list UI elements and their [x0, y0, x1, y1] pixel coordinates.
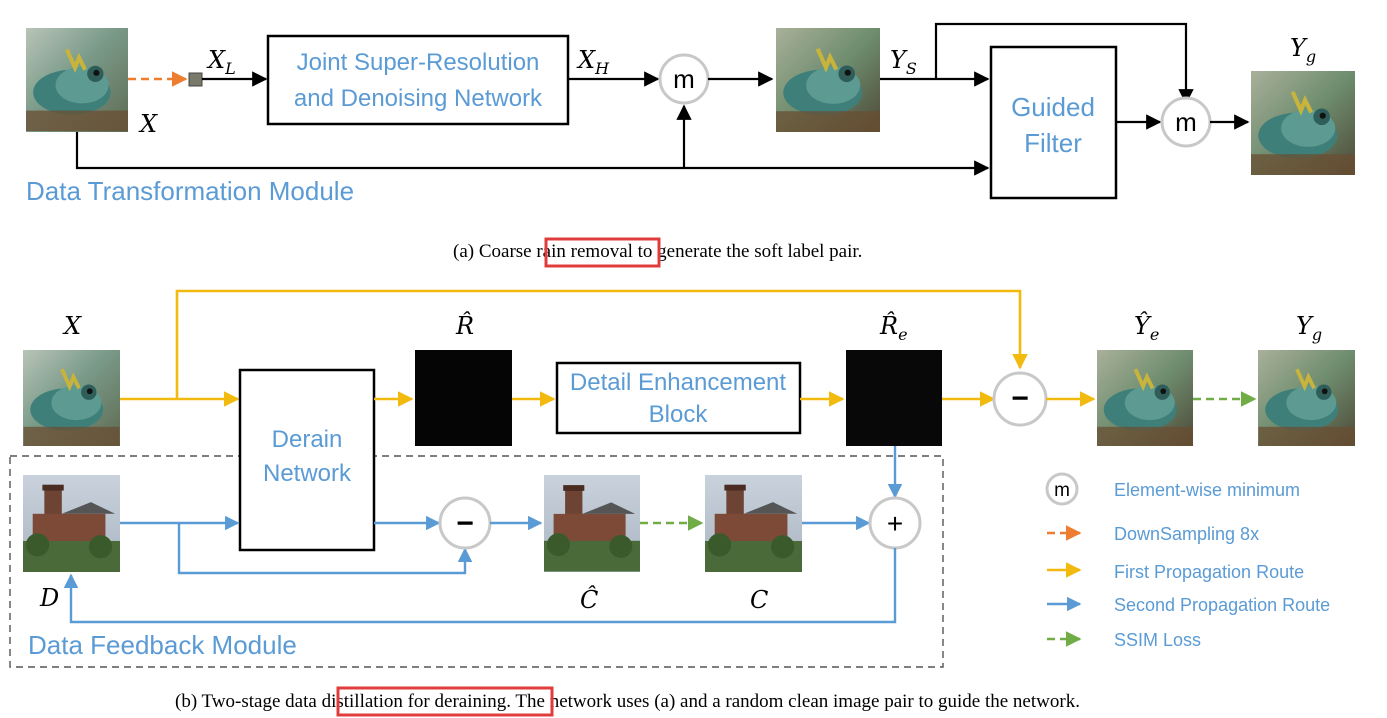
caption-a-highlight-box [544, 237, 661, 268]
label-yg-top: Yg [1290, 34, 1316, 66]
legend-min-node [1045, 472, 1079, 506]
legend-item-ssim: SSIM Loss [1114, 630, 1201, 650]
rain-residual-image [415, 350, 512, 446]
arrow-ys-to-min2 [934, 22, 1194, 105]
label-yg-bottom: Yg [1296, 312, 1322, 344]
feedback-module-border [9, 455, 944, 668]
ye-image [1097, 350, 1193, 446]
caption-b-text: (b) Two-stage data distillation for dera… [175, 691, 1080, 712]
caption-a-text: (a) Coarse rain removal to generate the … [453, 241, 862, 262]
caption-b: (b) Two-stage data distillation for dera… [175, 686, 1080, 717]
bottom-input-image [23, 350, 120, 446]
joint-sr-denoise-box [266, 34, 570, 126]
blue-feedback-to-d [63, 548, 897, 624]
d-rainy-image [23, 475, 120, 572]
label-r-hat: R̂ [455, 312, 474, 340]
c-clean-image [705, 475, 802, 572]
minus-symbol-bottom: − [456, 507, 474, 540]
enhanced-residual-image [846, 350, 942, 446]
guided-label-line1: Guided [1011, 92, 1095, 122]
plus-symbol: + [887, 508, 903, 539]
label-xh: XH [576, 46, 610, 78]
top-input-image [26, 28, 128, 132]
data-transformation-module-label: Data Transformation Module [26, 176, 354, 206]
legend-item-element-min: Element-wise minimum [1114, 480, 1300, 500]
label-ye-hat: Ŷe [1134, 311, 1159, 344]
data-feedback-module-label: Data Feedback Module [28, 630, 297, 660]
label-x-bottom: X [62, 312, 82, 340]
low-res-thumbnail [188, 72, 203, 87]
derain-network-box [238, 368, 376, 552]
legend-item-downsampling: DownSampling 8x [1114, 524, 1259, 544]
derain-label-line1: Derain [272, 426, 343, 453]
bypass-to-guided [75, 132, 990, 176]
label-x-top: X [138, 110, 158, 138]
label-c: C [750, 586, 768, 614]
top-diagram: X XL Joint Super-Resolution and Denoisin… [26, 22, 1355, 206]
yellow-x-to-minus [175, 289, 1028, 399]
legend-item-first-route: First Propagation Route [1114, 562, 1304, 582]
label-c-hat: Ĉ [580, 585, 598, 614]
jsr-label-line2: and Denoising Network [294, 85, 543, 112]
label-ys: YS [890, 46, 917, 78]
caption-b-highlight-box [336, 686, 554, 717]
label-d: D [39, 584, 59, 612]
caption-a: (a) Coarse rain removal to generate the … [453, 237, 862, 268]
deb-label-line1: Detail Enhancement [570, 369, 786, 396]
minus-symbol-top: − [1011, 382, 1029, 415]
guided-filter-box [989, 45, 1118, 200]
derain-label-line2: Network [263, 460, 352, 487]
yg-bottom-image [1258, 350, 1355, 446]
blue-d-to-minus [177, 523, 473, 575]
deb-label-line2: Block [649, 401, 709, 428]
min-symbol-2: m [1175, 107, 1197, 137]
yg-top-image [1251, 71, 1355, 175]
bottom-diagram: X Derain Network R̂ Detail Enhancement B… [9, 289, 1355, 668]
detail-enhancement-box [555, 361, 802, 435]
label-re-hat: R̂e [879, 312, 908, 344]
legend-min-symbol: m [1054, 480, 1070, 501]
c-hat-image [544, 475, 640, 572]
legend-item-second-route: Second Propagation Route [1114, 595, 1330, 615]
min-symbol-1: m [673, 64, 695, 94]
label-xl: XL [206, 46, 236, 78]
jsr-label-line1: Joint Super-Resolution [297, 49, 540, 76]
legend: m Element-wise minimum DownSampling 8x F… [1045, 472, 1330, 650]
ys-image [776, 28, 880, 132]
guided-label-line2: Filter [1024, 128, 1082, 158]
